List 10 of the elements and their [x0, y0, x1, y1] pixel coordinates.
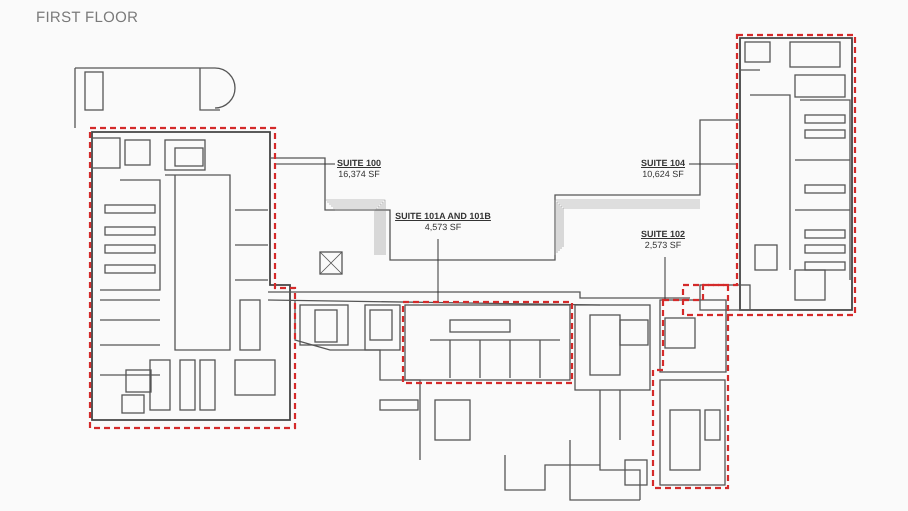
suite-name: SUITE 101A AND 101B [394, 211, 492, 222]
suite-name: SUITE 104 [640, 158, 686, 169]
leader-line [664, 256, 666, 300]
page-title: FIRST FLOOR [36, 9, 138, 26]
suite-area: 2,573 SF [603, 240, 723, 251]
suite-area: 10,624 SF [603, 169, 723, 180]
suite-area: 4,573 SF [383, 222, 503, 233]
suite-name: SUITE 102 [640, 229, 686, 240]
suite-area: 16,374 SF [299, 169, 419, 180]
suite-name: SUITE 100 [336, 158, 382, 169]
